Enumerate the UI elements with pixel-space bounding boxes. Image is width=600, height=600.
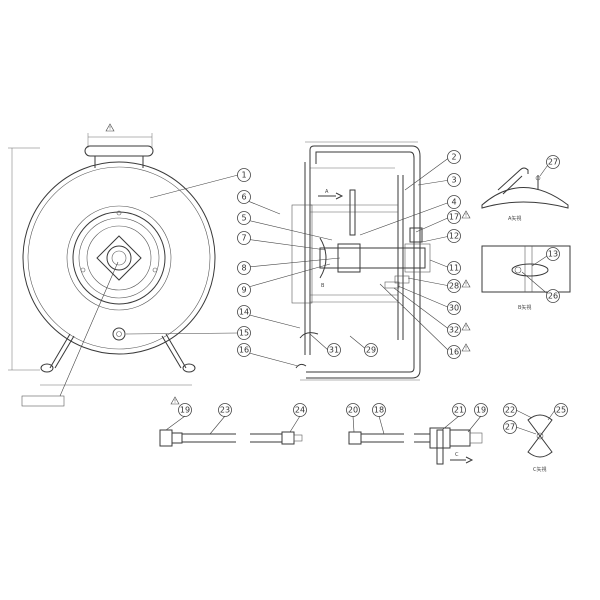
- svg-text:!: !: [109, 126, 111, 132]
- svg-text:30: 30: [449, 304, 459, 313]
- callout-28: 28: [447, 279, 461, 293]
- svg-text:12: 12: [449, 232, 459, 241]
- callout-7: 7: [237, 231, 251, 245]
- svg-text:!: !: [174, 399, 176, 405]
- callout-20: 20: [346, 403, 360, 417]
- svg-text:16: 16: [239, 346, 249, 355]
- svg-text:!: !: [465, 213, 467, 219]
- callout-21: 21: [452, 403, 466, 417]
- callout-32: 32: [447, 323, 461, 337]
- svg-text:2: 2: [451, 153, 456, 162]
- svg-text:15: 15: [239, 329, 249, 338]
- svg-text:18: 18: [374, 406, 384, 415]
- callout-29: 29: [364, 343, 378, 357]
- svg-text:3: 3: [451, 176, 456, 185]
- callout-1: 1: [237, 168, 251, 182]
- svg-text:31: 31: [329, 346, 339, 355]
- callout-24: 24: [293, 403, 307, 417]
- svg-text:6: 6: [241, 193, 246, 202]
- svg-text:16: 16: [449, 348, 459, 357]
- callout-22: 22: [503, 403, 517, 417]
- svg-text:13: 13: [548, 250, 558, 259]
- callout-11: 11: [447, 261, 461, 275]
- callout-26: 26: [546, 289, 560, 303]
- callout-4: 4: [447, 195, 461, 209]
- view-title-c: C矢視: [533, 466, 547, 473]
- a-view: [481, 167, 569, 209]
- callout-8: 8: [237, 261, 251, 275]
- svg-text:4: 4: [451, 198, 456, 207]
- callout-31: 31: [327, 343, 341, 357]
- svg-text:32: 32: [449, 326, 459, 335]
- callout-15: 15: [237, 326, 251, 340]
- svg-text:24: 24: [295, 406, 305, 415]
- clip-part: [527, 414, 553, 458]
- callout-27-a: 27: [546, 155, 560, 169]
- callout-13: 13: [546, 247, 560, 261]
- svg-text:11: 11: [449, 264, 459, 273]
- svg-text:25: 25: [556, 406, 566, 415]
- marker-b: B: [321, 283, 325, 289]
- svg-text:7: 7: [241, 234, 246, 243]
- callout-3: 3: [447, 173, 461, 187]
- svg-text:20: 20: [348, 406, 358, 415]
- svg-text:27: 27: [548, 158, 558, 167]
- callout-6: 6: [237, 190, 251, 204]
- callout-27-c: 27: [503, 420, 517, 434]
- callout-12: 12: [447, 229, 461, 243]
- marker-c: C: [455, 452, 459, 458]
- warning-icon: [105, 123, 115, 132]
- hose-part-left: [159, 429, 303, 447]
- svg-text:!: !: [465, 282, 467, 288]
- warning-markers: ! ! ! ! ! !: [105, 123, 471, 405]
- svg-text:22: 22: [505, 406, 515, 415]
- svg-text:9: 9: [241, 286, 246, 295]
- callout-2: 2: [447, 150, 461, 164]
- callout-23: 23: [218, 403, 232, 417]
- part-callouts: 1 6 5 7 8 9 14 15 16 2 3 4 17 12 11 28 3…: [178, 150, 568, 434]
- view-title-b: B矢視: [518, 304, 531, 311]
- svg-text:19: 19: [476, 406, 486, 415]
- svg-text:!: !: [465, 346, 467, 352]
- front-view: [8, 133, 216, 407]
- svg-text:5: 5: [241, 214, 246, 223]
- view-title-a: A矢視: [508, 215, 521, 222]
- svg-text:26: 26: [548, 292, 558, 301]
- side-view: [291, 141, 431, 381]
- callout-5: 5: [237, 211, 251, 225]
- svg-text:14: 14: [239, 308, 249, 317]
- warning-icon: [461, 210, 471, 219]
- svg-text:29: 29: [366, 346, 376, 355]
- callout-18: 18: [372, 403, 386, 417]
- warning-icon: [461, 343, 471, 352]
- svg-text:21: 21: [454, 406, 464, 415]
- callout-19-right: 19: [474, 403, 488, 417]
- callout-16-left: 16: [237, 343, 251, 357]
- callout-19-left: 19: [178, 403, 192, 417]
- b-view: [481, 245, 571, 293]
- callout-17: 17: [447, 210, 461, 224]
- warning-icon: [461, 279, 471, 288]
- svg-text:1: 1: [241, 171, 246, 180]
- svg-text:!: !: [465, 325, 467, 331]
- svg-text:17: 17: [449, 213, 459, 222]
- callout-16-right: 16: [447, 345, 461, 359]
- svg-text:27: 27: [505, 423, 515, 432]
- svg-text:23: 23: [220, 406, 230, 415]
- callout-25: 25: [554, 403, 568, 417]
- callout-9: 9: [237, 283, 251, 297]
- hose-part-right: [348, 427, 483, 465]
- svg-text:28: 28: [449, 282, 459, 291]
- callout-30: 30: [447, 301, 461, 315]
- callout-14: 14: [237, 305, 251, 319]
- svg-text:8: 8: [241, 264, 246, 273]
- warning-icon: [170, 396, 180, 405]
- svg-text:19: 19: [180, 406, 190, 415]
- marker-a: A: [325, 189, 329, 195]
- warning-icon: [461, 322, 471, 331]
